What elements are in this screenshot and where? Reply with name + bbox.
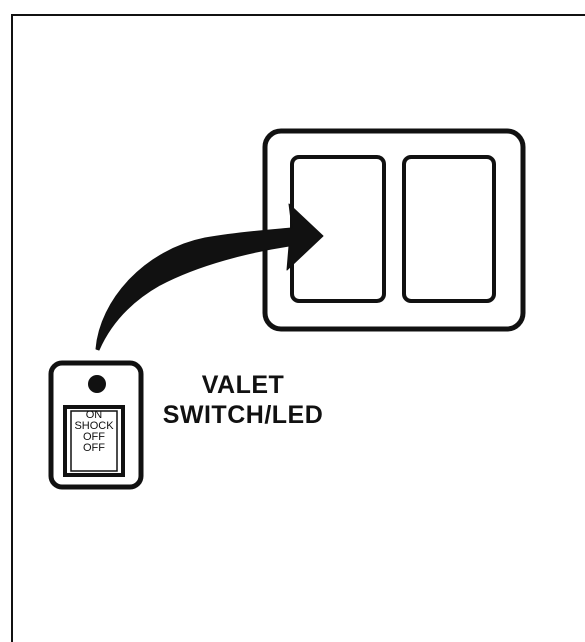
valet-switch-icon bbox=[48, 360, 144, 490]
switch-label-on: ON bbox=[85, 409, 103, 421]
curved-arrow-icon bbox=[95, 203, 324, 351]
valet-switch-led-label: VALET SWITCH/LED bbox=[148, 370, 338, 430]
figure-frame bbox=[11, 14, 585, 642]
switch-label-off-2: OFF bbox=[83, 442, 105, 454]
panel-slot-right bbox=[402, 155, 496, 303]
switch-label-off: OFF bbox=[83, 431, 105, 443]
label-line-1: VALET bbox=[201, 371, 285, 399]
dash-panel-icon bbox=[262, 128, 526, 332]
label-line-2: SWITCH/LED bbox=[162, 401, 324, 429]
switch-label-shock: SHOCK bbox=[74, 420, 114, 432]
led-indicator-icon bbox=[88, 375, 106, 393]
valet-switch-markings: ON SHOCK OFF OFF bbox=[67, 410, 121, 454]
